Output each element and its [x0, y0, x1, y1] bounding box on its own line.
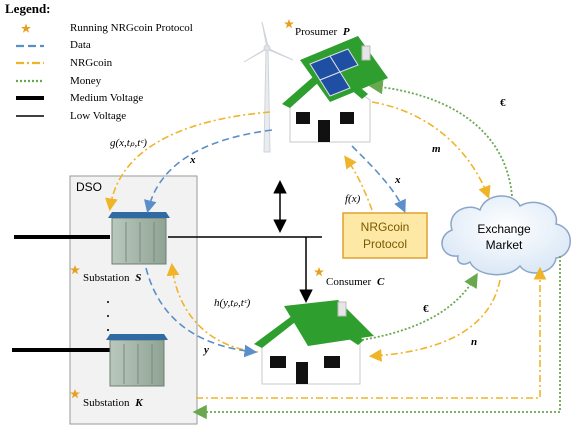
label-g: g(x,tₚ,tᶜ) [110, 137, 147, 149]
prosumer-star-icon [284, 19, 294, 29]
legend-title: Legend: [5, 1, 51, 16]
nrgcoin-flow-consumer-to-substation-s [166, 262, 259, 353]
consumer-symbol: C [377, 276, 385, 288]
legend-star-icon [21, 23, 31, 33]
consumer-label: Consumer C [326, 276, 385, 288]
substation-s-label-text: Substation [83, 272, 130, 284]
label-x-top: x [189, 154, 196, 166]
label-m: m [432, 143, 441, 155]
nrgcoin-flow-protocol-to-prosumer [344, 155, 373, 211]
prosumer-house-icon [282, 36, 388, 143]
legend-item-medium-voltage: Medium Voltage [70, 92, 143, 104]
market-line2: Market [486, 238, 523, 252]
data-flow-substation-s-to-consumer [145, 267, 258, 358]
nrgcoin-flow-market-to-consumer [368, 279, 501, 362]
substation-k-label: Substation K [83, 397, 143, 409]
exchange-market-cloud [441, 195, 571, 276]
nrgcoin-flow-prosumer-to-substation-s [105, 111, 271, 212]
money-flow-market-to-substation-k [192, 256, 561, 420]
legend-item-low-voltage: Low Voltage [70, 110, 126, 122]
substation-s-building [108, 212, 170, 265]
legend: Legend: Running NRGcoin Protocol Data NR… [5, 1, 193, 122]
label-euro-top: € [500, 97, 506, 109]
legend-item-protocol: Running NRGcoin Protocol [70, 22, 193, 34]
substation-s-symbol: S [135, 272, 141, 284]
label-x-mid: x [394, 174, 401, 186]
legend-item-data: Data [70, 39, 91, 51]
label-euro-bottom: € [423, 303, 429, 315]
protocol-box-line2: Protocol [363, 237, 407, 251]
consumer-label-text: Consumer [326, 276, 372, 288]
legend-item-money: Money [70, 75, 102, 87]
label-h: h(y,tₚ,tᶜ) [214, 297, 251, 309]
prosumer-label-text: Prosumer [295, 26, 338, 38]
money-flow-market-to-prosumer [368, 79, 513, 197]
wind-turbine-icon [243, 21, 294, 153]
label-y: y [202, 344, 209, 356]
legend-item-nrgcoin: NRGcoin [70, 57, 113, 69]
label-fx: f(x) [345, 193, 361, 205]
nrgcoin-protocol-box [342, 212, 428, 259]
substation-k-building [106, 334, 168, 387]
nrgcoin-flow-prosumer-to-market [371, 101, 491, 199]
market-line1: Exchange [477, 222, 531, 236]
substation-s-star-icon [70, 265, 80, 275]
protocol-box-line1: NRGcoin [361, 220, 410, 234]
substation-k-symbol: K [134, 397, 143, 409]
prosumer-label: Prosumer P [295, 26, 350, 38]
label-n: n [471, 336, 477, 348]
dso-label: DSO [76, 180, 102, 194]
substation-k-star-icon [70, 389, 80, 399]
substation-ellipsis [107, 301, 109, 331]
substation-s-label: Substation S [83, 272, 141, 284]
substation-k-label-text: Substation [83, 397, 130, 409]
prosumer-symbol: P [343, 26, 350, 38]
consumer-house-icon [254, 300, 374, 385]
consumer-star-icon [314, 267, 324, 277]
data-flow-prosumer-to-protocol [351, 145, 406, 213]
